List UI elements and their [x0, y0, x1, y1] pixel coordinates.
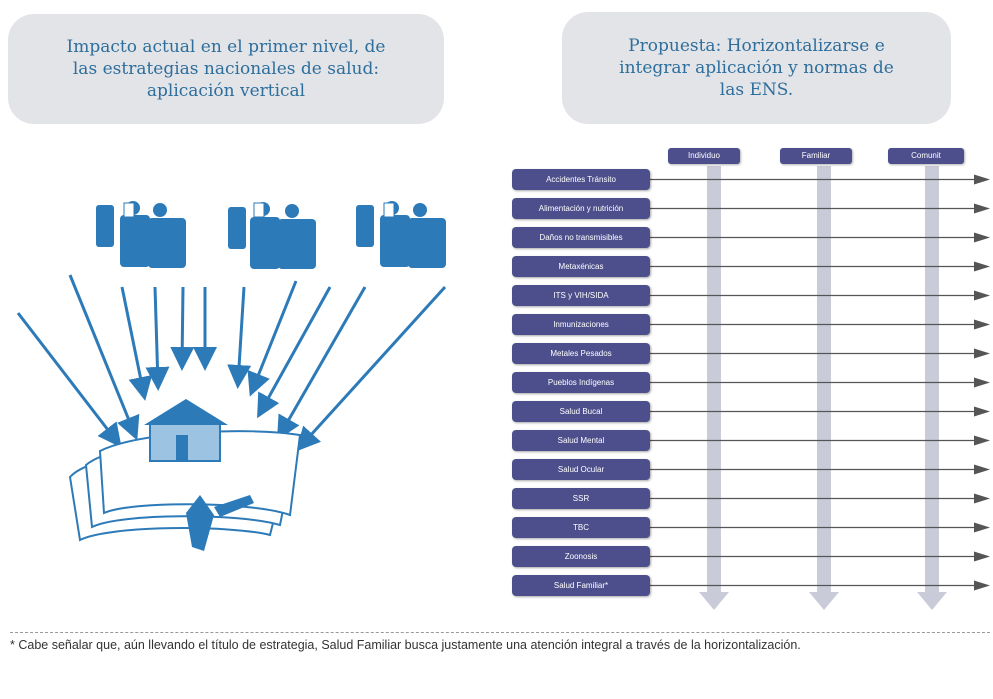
row-label-ssr: SSR — [512, 488, 650, 509]
row-label-accidentes-transito: Accidentes Tránsito — [512, 169, 650, 190]
row-arrow-head — [974, 348, 990, 359]
diagram-arrows — [650, 166, 990, 610]
column-arrow-head — [917, 592, 947, 610]
proposal-bubble: Propuesta: Horizontalizarse e integrar a… — [562, 12, 951, 124]
horizontal-integration-diagram: Individuo Familiar Comunit Accidentes Tr… — [500, 140, 993, 620]
current-impact-text: Impacto actual en el primer nivel, de la… — [66, 37, 386, 101]
vertical-arrows — [16, 274, 447, 452]
row-arrow-head — [974, 290, 990, 301]
column-header-familiar: Familiar — [780, 148, 852, 164]
row-arrow-head — [974, 377, 990, 388]
vertical-application-illustration — [16, 201, 447, 551]
row-label-metales-pesados: Metales Pesados — [512, 343, 650, 364]
row-label-salud-ocular: Salud Ocular — [512, 459, 650, 480]
row-label-salud-mental: Salud Mental — [512, 430, 650, 451]
row-arrow-head — [974, 580, 990, 591]
row-arrow-head — [974, 522, 990, 533]
people-group-1-icon — [96, 201, 186, 268]
column-arrow-shaft — [925, 166, 939, 594]
row-label-its-vih-sida: ITS y VIH/SIDA — [512, 285, 650, 306]
row-label-zoonosis: Zoonosis — [512, 546, 650, 567]
row-arrow-head — [974, 232, 990, 243]
footnote-divider — [10, 632, 990, 633]
row-arrow-head — [974, 261, 990, 272]
column-arrow-head — [699, 592, 729, 610]
row-arrow-head — [974, 174, 990, 185]
column-header-individuo: Individuo — [668, 148, 740, 164]
row-arrow-head — [974, 435, 990, 446]
row-arrow-head — [974, 406, 990, 417]
row-arrow-head — [974, 493, 990, 504]
people-group-3-icon — [356, 201, 446, 268]
row-label-danos-no-transmisibles: Daños no transmisibles — [512, 227, 650, 248]
column-header-comunit: Comunit — [888, 148, 964, 164]
row-label-salud-bucal: Salud Bucal — [512, 401, 650, 422]
people-group-2-icon — [228, 202, 316, 269]
column-arrow-head — [809, 592, 839, 610]
row-arrow-head — [974, 319, 990, 330]
row-label-pueblos-indigenas: Pueblos Indígenas — [512, 372, 650, 393]
proposal-text: Propuesta: Horizontalizarse e integrar a… — [619, 36, 894, 100]
footnote: * Cabe señalar que, aún llevando el títu… — [10, 638, 801, 652]
row-label-inmunizaciones: Inmunizaciones — [512, 314, 650, 335]
current-impact-bubble: Impacto actual en el primer nivel, de la… — [8, 14, 444, 124]
row-arrow-head — [974, 464, 990, 475]
column-arrow-shaft — [707, 166, 721, 594]
row-arrow-head — [974, 551, 990, 562]
row-label-metaxenicas: Metaxénicas — [512, 256, 650, 277]
row-arrow-head — [974, 203, 990, 214]
row-label-alimentacion-nutricion: Alimentación y nutrición — [512, 198, 650, 219]
row-label-salud-familiar: Salud Familiar* — [512, 575, 650, 596]
row-label-tbc: TBC — [512, 517, 650, 538]
column-arrow-shaft — [817, 166, 831, 594]
documents-and-house-icon — [68, 399, 302, 551]
